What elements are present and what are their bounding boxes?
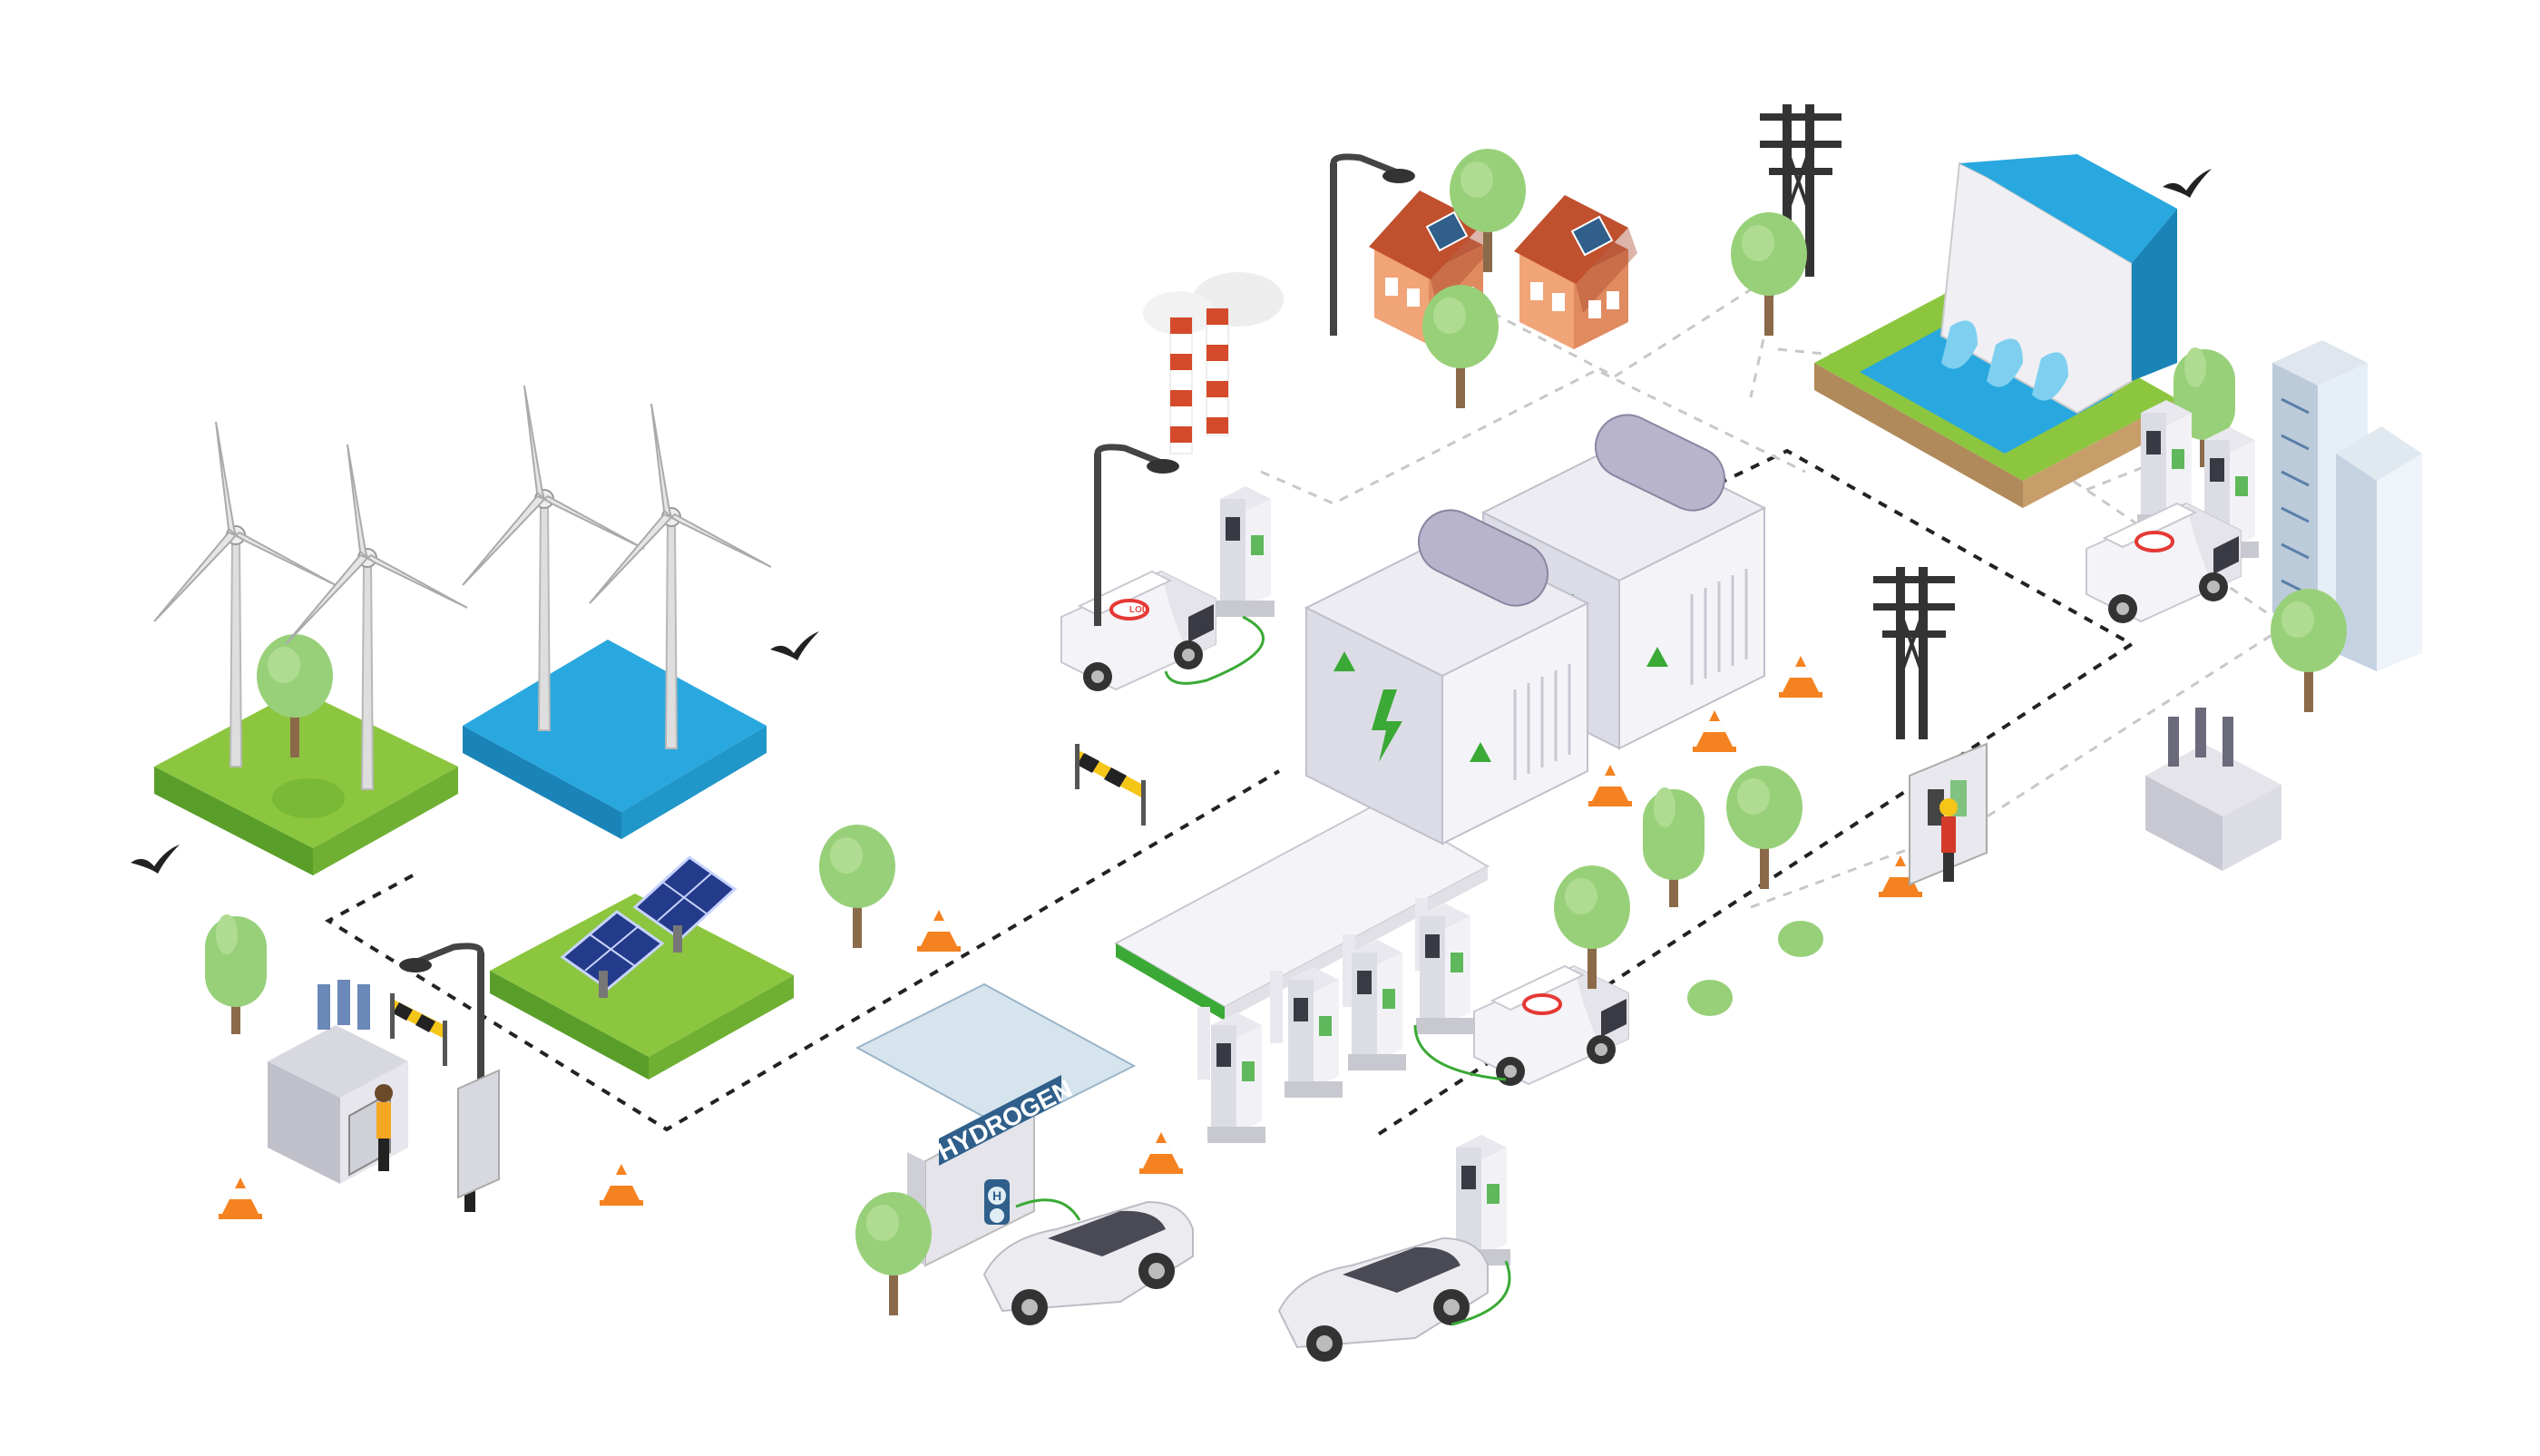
traffic-cone-icon [219, 1178, 262, 1219]
solar-panel-icon [632, 855, 738, 953]
hydrogen-station-icon: HYDROGEN H [855, 982, 1137, 1267]
electric-van-icon [2085, 502, 2242, 625]
barrier-icon [1075, 744, 1146, 826]
offshore-wind-farm [462, 385, 772, 839]
worker-icon [1939, 798, 1958, 882]
transformer-icon [2145, 708, 2281, 871]
tree-icon [1422, 285, 1499, 408]
traffic-cone-icon [1588, 765, 1632, 806]
chimney-icon [1143, 272, 1284, 454]
electric-van-icon [1472, 964, 1630, 1088]
substation-left [205, 914, 500, 1212]
house-icon [1513, 194, 1638, 350]
tree-icon [1726, 766, 1802, 889]
ev-charger-icon [1416, 904, 1474, 1034]
ev-charger-icon [1216, 486, 1275, 617]
electric-van-icon [1060, 570, 1217, 693]
power-pole-icon [1871, 565, 1957, 741]
traffic-cone-icon [600, 1164, 643, 1206]
electric-car-icon [1278, 1237, 1489, 1363]
traffic-cone-icon [917, 910, 961, 952]
solar-farm [490, 855, 794, 1080]
traffic-cone-icon [1779, 656, 1822, 698]
hydro-dam-icon [1814, 154, 2177, 508]
tree-icon [2271, 589, 2347, 712]
van-logo: LOL [1129, 605, 1148, 615]
bird-icon [2163, 169, 2212, 198]
h2-symbol: H [992, 1188, 1001, 1203]
tree-icon [1643, 787, 1705, 907]
traffic-cone-icon [1139, 1132, 1183, 1174]
traffic-cone-icon [1693, 710, 1736, 752]
barrier-icon [390, 993, 447, 1066]
office-tower-icon [2272, 340, 2422, 671]
bird-icon [770, 631, 819, 660]
ev-charger-icon [1285, 967, 1343, 1098]
tree-icon [819, 825, 895, 948]
tree-icon [1731, 212, 1807, 336]
tree-icon [855, 1192, 932, 1315]
grid-connection-lines [324, 448, 2135, 1136]
ev-charger-icon [1348, 940, 1406, 1070]
solar-panel-icon [560, 910, 665, 998]
ev-charger-icon [1207, 1012, 1265, 1143]
worker-icon [375, 1084, 393, 1171]
wind-farm-land [153, 421, 468, 875]
bird-icon [131, 845, 180, 874]
